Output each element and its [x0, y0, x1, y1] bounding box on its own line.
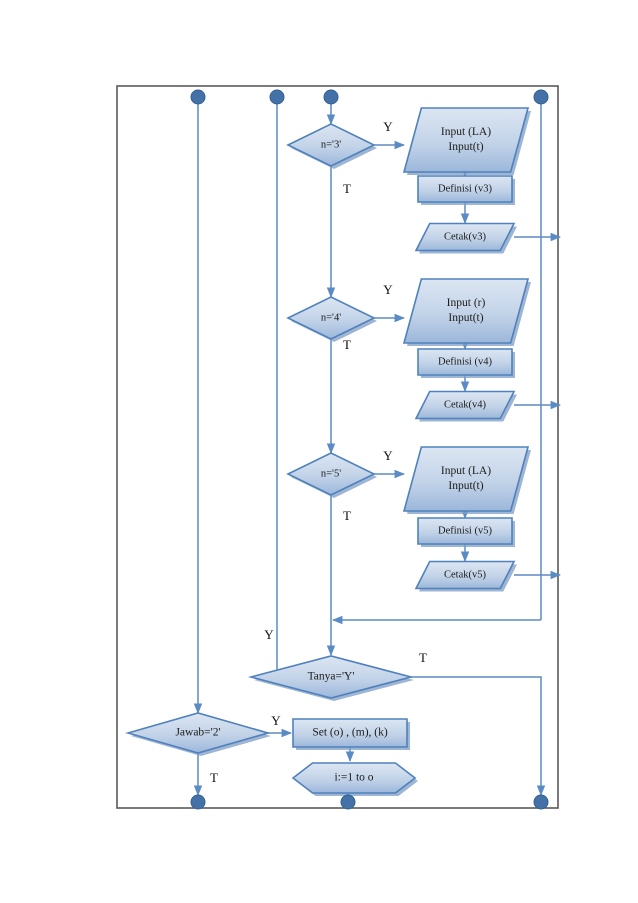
node-label: n='4'	[321, 312, 341, 323]
node-shape-parallelogram	[402, 107, 530, 173]
node-shape-diamond	[286, 296, 376, 340]
node-shape-rect	[417, 348, 513, 376]
node-label: Input (r)	[447, 297, 486, 309]
node-definisi-v4[interactable]: Definisi (v4)	[417, 348, 515, 378]
connector-top-b[interactable]	[269, 89, 285, 105]
node-label: Input(t)	[448, 312, 483, 324]
node-set-omk[interactable]: Set (o) , (m), (k)	[292, 718, 410, 750]
label-y-n3: Y	[383, 119, 393, 134]
connector-top-a[interactable]	[190, 89, 206, 105]
label-y-n5: Y	[383, 448, 393, 463]
label-y-tanya: Y	[264, 627, 274, 642]
connector-bottom-c[interactable]	[533, 794, 549, 810]
node-label: Input(t)	[448, 480, 483, 492]
node-label: Tanya='Y'	[308, 671, 355, 683]
label-y-jawab: Y	[271, 713, 281, 728]
node-loop-i[interactable]: i:=1 to o	[291, 762, 418, 796]
node-shape-diamond	[286, 452, 376, 496]
edge-labels-layer: Y T Y T Y T Y T Y T	[210, 119, 427, 785]
node-definisi-v3[interactable]: Definisi (v3)	[417, 175, 515, 205]
node-input-la-t-2[interactable]: Input (LA) Input(t)	[402, 446, 531, 514]
node-shape-rect	[417, 175, 513, 203]
nodes-layer: n='3' Input (LA) Input(t) Definisi (v3) Ceta…	[125, 107, 531, 796]
label-y-n4: Y	[383, 282, 393, 297]
node-shape-parallelogram	[414, 222, 516, 252]
node-input-la-t-1[interactable]: Input (LA) Input(t)	[402, 107, 531, 175]
node-label: Definisi (v5)	[438, 525, 492, 536]
node-decision-jawab[interactable]: Jawab='2'	[125, 712, 271, 756]
label-t-n3: T	[343, 181, 351, 196]
label-t-n5: T	[343, 508, 351, 523]
node-label: n='5'	[321, 468, 341, 479]
node-shape-diamond	[286, 123, 376, 167]
node-shape-parallelogram	[414, 390, 516, 420]
node-input-r-t[interactable]: Input (r) Input(t)	[402, 278, 531, 346]
label-t-jawab: T	[210, 770, 218, 785]
node-definisi-v5[interactable]: Definisi (v5)	[417, 517, 515, 547]
connector-top-c[interactable]	[323, 89, 339, 105]
diagram-frame	[116, 85, 559, 809]
label-t-n4: T	[343, 337, 351, 352]
node-label: Definisi (v4)	[438, 356, 492, 367]
node-label: Input(t)	[448, 141, 483, 153]
node-shape-hexagon	[291, 762, 417, 794]
connector-dots-layer	[190, 89, 549, 810]
node-cetak-v4[interactable]: Cetak(v4)	[414, 390, 517, 422]
connector-bottom-b[interactable]	[340, 794, 356, 810]
node-shape-parallelogram	[402, 278, 530, 344]
node-shape-rect	[417, 517, 513, 545]
node-label: Cetak(v4)	[444, 399, 486, 410]
node-label: Input (LA)	[441, 126, 491, 138]
node-label: i:=1 to o	[334, 772, 373, 784]
node-decision-n3[interactable]: n='3'	[286, 123, 377, 169]
node-label: Definisi (v3)	[438, 183, 492, 194]
node-cetak-v3[interactable]: Cetak(v3)	[414, 222, 517, 254]
node-cetak-v5[interactable]: Cetak(v5)	[414, 560, 517, 592]
node-shape-parallelogram	[414, 560, 516, 590]
connector-top-d[interactable]	[533, 89, 549, 105]
node-label: Cetak(v3)	[444, 231, 486, 242]
node-label: Jawab='2'	[175, 727, 220, 739]
node-shape-diamond	[125, 712, 271, 754]
node-label: Set (o) , (m), (k)	[312, 727, 388, 739]
node-label: Cetak(v5)	[444, 569, 486, 580]
node-shape-parallelogram	[402, 446, 530, 512]
node-shape-diamond	[247, 655, 415, 699]
node-label: Input (LA)	[441, 465, 491, 477]
node-decision-n5[interactable]: n='5'	[286, 452, 377, 498]
node-shape-rect	[292, 718, 408, 748]
edge-tanya-no-right	[411, 676, 546, 797]
connector-bottom-a[interactable]	[190, 794, 206, 810]
node-decision-n4[interactable]: n='4'	[286, 296, 377, 342]
label-t-tanya: T	[419, 650, 427, 665]
node-label: n='3'	[321, 139, 341, 150]
node-decision-tanya[interactable]: Tanya='Y'	[247, 655, 415, 701]
